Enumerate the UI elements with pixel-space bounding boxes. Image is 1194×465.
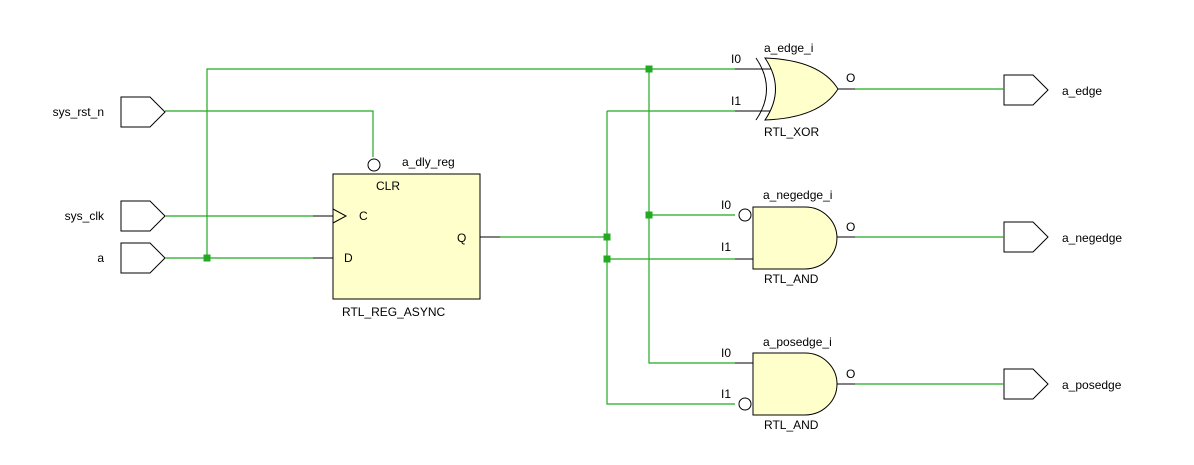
pin-label-i0: I0 xyxy=(721,346,731,360)
junction-dot xyxy=(645,211,653,219)
inverting-bubble-i0 xyxy=(738,208,752,222)
xor-body xyxy=(764,57,839,121)
pin-label-c: C xyxy=(359,209,368,223)
and-gate-a-negedge-i[interactable]: a_negedge_i I0 I1 O RTL_AND xyxy=(721,188,855,286)
inverting-bubble-i1 xyxy=(738,397,752,411)
clr-bubble xyxy=(367,158,381,172)
junction-dot xyxy=(603,255,611,263)
output-port-a-negedge[interactable]: a_negedge xyxy=(1003,221,1122,253)
output-port-a-posedge[interactable]: a_posedge xyxy=(1003,368,1122,400)
xor-extra-arc xyxy=(755,57,767,121)
pin-label-d: D xyxy=(344,251,353,265)
output-port-label: a_negedge xyxy=(1062,231,1122,245)
pin-label-i1: I1 xyxy=(731,94,741,108)
output-port-label: a_edge xyxy=(1062,84,1102,98)
junction-dot xyxy=(603,233,611,241)
pin-label-i1: I1 xyxy=(721,387,731,401)
and-body xyxy=(752,206,838,270)
input-port-label: sys_clk xyxy=(65,209,105,223)
cell-type-label: RTL_REG_ASYNC xyxy=(342,305,445,319)
cell-type-label: RTL_XOR xyxy=(764,125,819,139)
cell-instance-label: a_posedge_i xyxy=(763,335,832,349)
junction-dot xyxy=(203,254,211,262)
cell-type-label: RTL_AND xyxy=(764,418,819,432)
input-port-sys-clk[interactable]: sys_clk xyxy=(65,200,166,232)
cell-type-label: RTL_AND xyxy=(764,272,819,286)
register-body xyxy=(332,173,481,300)
pin-label-i0: I0 xyxy=(721,198,731,212)
net-sys-rst-n[interactable] xyxy=(165,110,374,157)
pin-label-o: O xyxy=(846,367,855,381)
input-port-a[interactable]: a xyxy=(97,242,166,274)
net-a-top[interactable] xyxy=(206,68,735,258)
net-q-branch[interactable] xyxy=(606,111,735,405)
net-junctions xyxy=(203,65,653,263)
cell-instance-label: a_edge_i xyxy=(764,41,813,55)
pin-label-o: O xyxy=(846,71,855,85)
pin-label-i1: I1 xyxy=(721,240,731,254)
cell-instance-label: a_negedge_i xyxy=(763,188,832,202)
output-port-a-edge[interactable]: a_edge xyxy=(1003,74,1102,106)
pin-label-o: O xyxy=(846,220,855,234)
nets xyxy=(165,68,1004,405)
input-port-label: sys_rst_n xyxy=(53,105,104,119)
xor-gate-a-edge-i[interactable]: a_edge_i I0 I1 O RTL_XOR xyxy=(731,41,855,139)
junction-dot xyxy=(645,65,653,73)
cell-instance-label: a_dly_reg xyxy=(402,155,455,169)
output-port-label: a_posedge xyxy=(1062,378,1122,392)
pin-label-i0: I0 xyxy=(731,52,741,66)
and-gate-a-posedge-i[interactable]: a_posedge_i I0 I1 O RTL_AND xyxy=(721,335,855,432)
net-a-branch[interactable] xyxy=(648,69,735,364)
clock-triangle xyxy=(332,208,348,224)
input-port-sys-rst-n[interactable]: sys_rst_n xyxy=(53,96,166,128)
pin-label-clr: CLR xyxy=(376,179,400,193)
register-a-dly-reg[interactable]: a_dly_reg CLR C D Q RTL_REG_ASYNC xyxy=(313,155,500,319)
pin-label-q: Q xyxy=(457,231,466,245)
and-body xyxy=(752,352,838,416)
input-port-label: a xyxy=(97,251,104,265)
